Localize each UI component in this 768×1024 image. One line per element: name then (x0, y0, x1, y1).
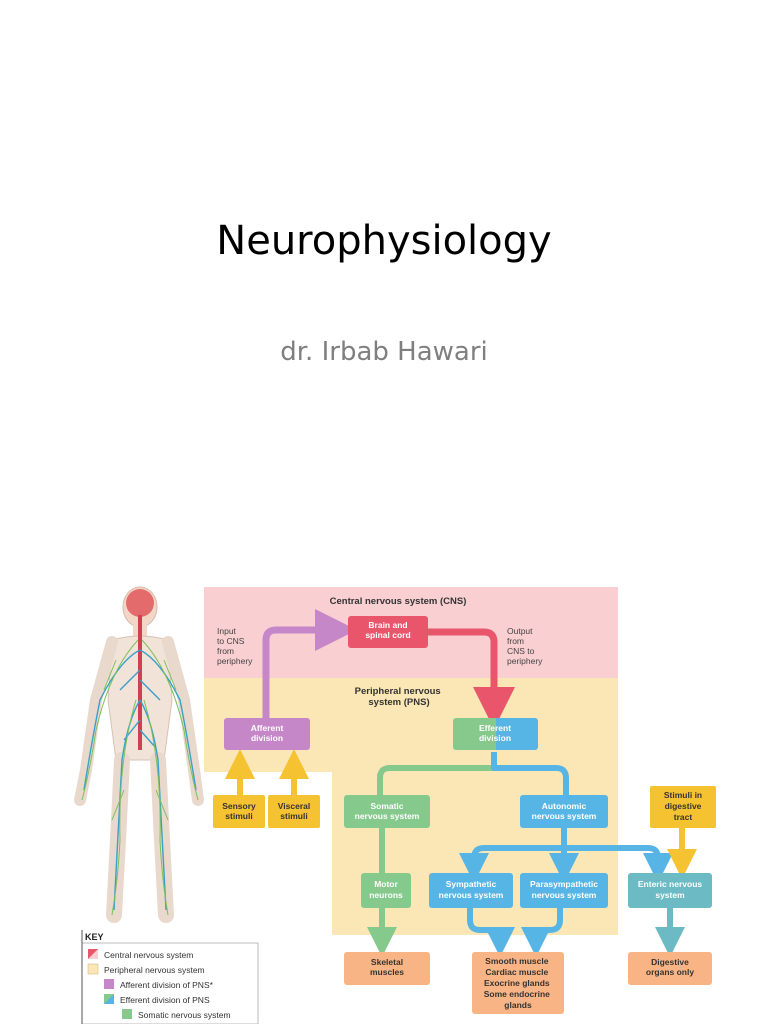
slide-title: Neurophysiology (216, 218, 552, 264)
output-note: Output from CNS to periphery (507, 626, 543, 666)
cns-label: Central nervous system (CNS) (330, 596, 467, 607)
human-figure-illustration (74, 586, 204, 923)
key-item-afferent: Afferent division of PNS* (104, 979, 214, 990)
key-item-efferent: Efferent division of PNS (104, 994, 210, 1005)
key-item-pns: Peripheral nervous system (87, 963, 205, 975)
svg-text:Somatic nervous system: Somatic nervous system (138, 1010, 231, 1020)
svg-text:Peripheral nervous system: Peripheral nervous system (104, 965, 205, 975)
input-note: Input to CNS from periphery (217, 626, 253, 666)
svg-text:Afferent division of PNS*: Afferent division of PNS* (120, 980, 214, 990)
key-heading: KEY (85, 932, 104, 942)
slide-subtitle: dr. Irbab Hawari (280, 337, 488, 367)
key-item-cns: Central nervous system (88, 949, 193, 960)
legend-key: KEY Central nervous system Peripheral ne… (81, 930, 259, 1024)
key-item-somatic: Somatic nervous system (122, 1009, 231, 1020)
svg-text:Central nervous system: Central nervous system (104, 950, 193, 960)
smooth-muscle-targets-box: Smooth muscle Cardiac muscle Exocrine gl… (472, 952, 564, 1014)
svg-text:Efferent division of PNS: Efferent division of PNS (120, 995, 210, 1005)
pns-label: Peripheral nervous system (PNS) (355, 686, 444, 708)
svg-text:Smooth muscle Cardiac: Smooth muscle Cardiac muscle Exocrine gl… (484, 956, 553, 1010)
